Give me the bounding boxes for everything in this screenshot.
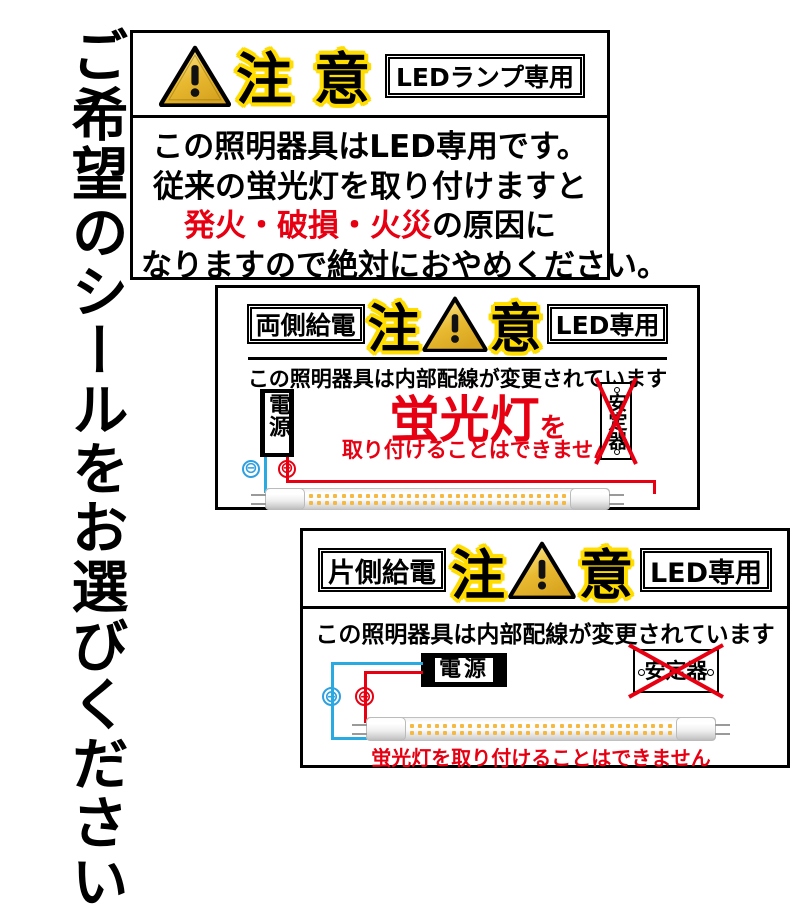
sticker3-ballast-crossed: 安定器 [628, 643, 724, 699]
sticker1-i: 意 [313, 48, 370, 113]
tube-pin-left-lower [251, 503, 266, 505]
ballast-hole-left-icon [638, 669, 645, 676]
sticker3-tag-led-only: LED専用 [639, 548, 773, 592]
sticker1-chu: 注 [235, 48, 292, 113]
sticker3-wire-positive-top [364, 671, 423, 674]
ballast-hole-top-icon [614, 387, 620, 393]
sticker2-header: 両側給電 注 意 LED専用 [218, 288, 697, 360]
tube-led-array [410, 724, 672, 735]
warning-triangle-icon [422, 296, 488, 353]
sticker1-line-1: この照明器具はLED専用です。 [141, 128, 599, 168]
sticker3-cannot-install-text: 蛍光灯を取り付けることはできません [371, 746, 711, 770]
sticker1-header-divider [133, 115, 607, 118]
tube-glass [366, 717, 716, 741]
sticker-single-side-feed[interactable]: 片側給電 注 意 LED専用 この照明器具は内部配線が変更されています 電源 ⊖ [300, 528, 790, 770]
tube-led-array [309, 494, 566, 505]
tube-pin-right-lower [609, 503, 624, 505]
sticker2-i: 意 [489, 299, 542, 360]
sticker3-wire-positive-vert [364, 671, 367, 723]
sticker2-wire-positive-run [286, 480, 656, 483]
sticker2-fluorescent-particle: を [539, 413, 567, 444]
sticker2-chu: 注 [367, 299, 420, 360]
sticker3-header-divider [303, 606, 787, 609]
tube-pin-right-lower [715, 733, 730, 735]
poster-canvas: ご希望のシールをお選びください [62, 26, 790, 911]
tube-pin-left-upper [352, 724, 367, 726]
sticker2-tag-led-only: LED専用 [546, 304, 669, 344]
sticker2-power-source-box: 電源 [260, 389, 294, 457]
sticker1-line3-tail: の原因に [432, 208, 556, 245]
tube-cap-left [265, 488, 305, 510]
minus-glyph: ⊖ [244, 460, 258, 477]
tube-cap-right [570, 488, 610, 510]
sticker3-header: 片側給電 注 意 LED専用 [303, 531, 787, 609]
sticker2-terminal-minus: ⊖ [242, 460, 260, 478]
sticker1-line-3: 発火・破損・火災の原因に [141, 207, 599, 247]
tube-pin-right-upper [609, 494, 624, 496]
sticker2-tag-both-side-feed: 両側給電 [246, 304, 365, 344]
tube-pin-left-lower [352, 733, 367, 735]
sticker3-wire-negative-bottom [331, 737, 367, 740]
sticker2-led-tube-icon [251, 488, 624, 510]
sticker3-wire-negative-top [331, 662, 423, 665]
sticker2-ballast-crossed: 安定器 [594, 377, 638, 465]
sticker2-cannot-install-text: 取り付けることはできません [341, 438, 615, 462]
ballast-cross-out-icon [594, 377, 638, 465]
sticker1-line-2: 従来の蛍光灯を取り付けますと [141, 168, 599, 208]
warning-triangle-icon [158, 45, 232, 108]
ballast-cross-out-icon [628, 643, 724, 699]
sticker-led-only[interactable]: 注 意 LEDランプ専用 この照明器具はLED専用です。 従来の蛍光灯を取り付け… [130, 30, 668, 284]
ballast-hole-bottom-icon [614, 449, 620, 455]
ballast-hole-right-icon [707, 669, 714, 676]
tube-pin-right-upper [715, 724, 730, 726]
sticker2-fluorescent-word: 蛍光灯 [389, 391, 540, 449]
sticker1-line3-hazards: 発火・破損・火災 [184, 208, 432, 245]
sticker2-wire-negative-vert [264, 457, 267, 493]
sticker3-notice: この照明器具は内部配線が変更されています [315, 622, 775, 648]
sticker3-power-label: 電源 [434, 658, 493, 682]
sticker3-chu: 注 [450, 543, 505, 607]
sticker2-wire-positive-vert [286, 457, 289, 483]
tube-pin-left-upper [251, 494, 266, 496]
tube-cap-right [676, 717, 716, 741]
sticker3-wire-negative-vert-left [331, 662, 334, 740]
page-title-vertical: ご希望のシールをお選びください [62, 26, 128, 911]
sticker3-power-source-box: 電源 [421, 653, 507, 687]
sticker1-header: 注 意 LEDランプ専用 [133, 33, 607, 118]
tube-cap-left [366, 717, 406, 741]
sticker1-line1-seg1: この照明器具はLED専用です。 [152, 129, 588, 165]
sticker3-body: この照明器具は内部配線が変更されています 電源 ⊖ ⊕ 安定器 [303, 609, 787, 770]
sticker2-wire-positive-right-drop [653, 480, 656, 494]
sticker1-tag-led-lamp-only: LEDランプ専用 [384, 53, 586, 98]
sticker3-tag-single-side-feed: 片側給電 [317, 548, 446, 592]
sticker2-header-divider [248, 357, 667, 360]
sticker2-body: この照明器具は内部配線が変更されています 電源 ⊖ ⊕ 蛍光灯を 取り付けること… [218, 360, 697, 510]
sticker1-line-4: なりますので絶対におやめください。 [141, 247, 668, 287]
sticker1-line4-seg1: なりますので絶対におやめください。 [141, 248, 668, 285]
warning-triangle-icon [507, 541, 577, 600]
sticker2-power-label-1: 電源 [265, 393, 290, 453]
sticker3-led-tube-icon [352, 717, 730, 741]
sticker-both-side-feed[interactable]: 両側給電 注 意 LED専用 この照明器具は内部配線が変更されています 電源 ⊖ [215, 285, 700, 510]
sticker1-line2-seg1: 従来の蛍光灯を取り付けますと [153, 168, 587, 205]
sticker1-body: この照明器具はLED専用です。 従来の蛍光灯を取り付けますと 発火・破損・火災の… [133, 118, 668, 287]
sticker3-i: 意 [578, 543, 633, 607]
sticker2-big-red-group: 蛍光灯を [338, 380, 618, 452]
